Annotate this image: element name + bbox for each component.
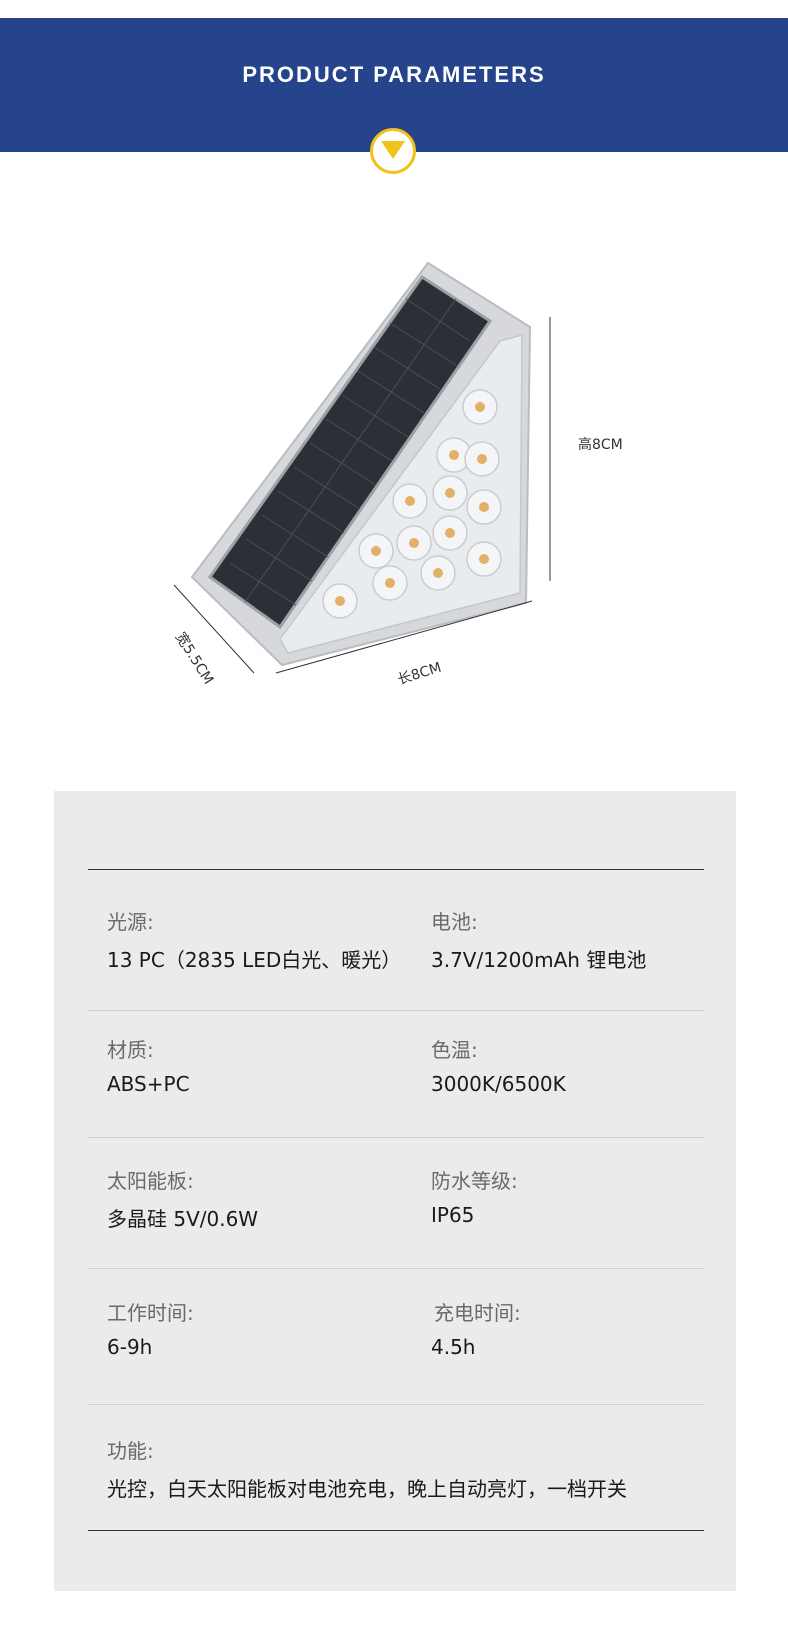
spec-label: 工作时间: [107, 1301, 194, 1325]
spec-label: 光源: [107, 910, 154, 934]
row-divider [88, 1010, 704, 1011]
spec-value: IP65 [431, 1203, 475, 1227]
chevron-down-icon [381, 141, 405, 159]
spec-panel [54, 791, 736, 1591]
function-label: 功能: [107, 1439, 154, 1463]
spec-label: 色温: [431, 1038, 478, 1062]
spec-value: 多晶硅 5V/0.6W [107, 1207, 259, 1231]
spec-value: 6-9h [107, 1335, 153, 1359]
spec-value: 3.7V/1200mAh 锂电池 [431, 948, 647, 972]
led-array [322, 389, 502, 619]
spec-label: 电池: [431, 910, 478, 934]
spec-label: 防水等级: [431, 1169, 518, 1193]
row-divider [88, 1268, 704, 1269]
row-divider [88, 1404, 704, 1405]
spec-value: 13 PC（2835 LED白光、暖光） [107, 948, 402, 972]
chevron-down-badge [370, 128, 416, 174]
row-divider [88, 1137, 704, 1138]
spec-value: 4.5h [431, 1335, 476, 1359]
solar-light-illustration [173, 261, 551, 674]
function-value: 光控，白天太阳能板对电池充电，晚上自动亮灯，一档开关 [107, 1477, 627, 1501]
height-dimension-label: 高8CM [578, 437, 623, 453]
spec-value: 3000K/6500K [431, 1072, 566, 1096]
spec-value: ABS+PC [107, 1072, 190, 1096]
spec-label: 充电时间: [434, 1301, 521, 1325]
spec-label: 太阳能板: [107, 1169, 194, 1193]
spec-bottom-rule [88, 1530, 704, 1531]
spec-label: 材质: [107, 1038, 154, 1062]
spec-top-rule [88, 869, 704, 870]
page-title: PRODUCT PARAMETERS [242, 62, 546, 87]
